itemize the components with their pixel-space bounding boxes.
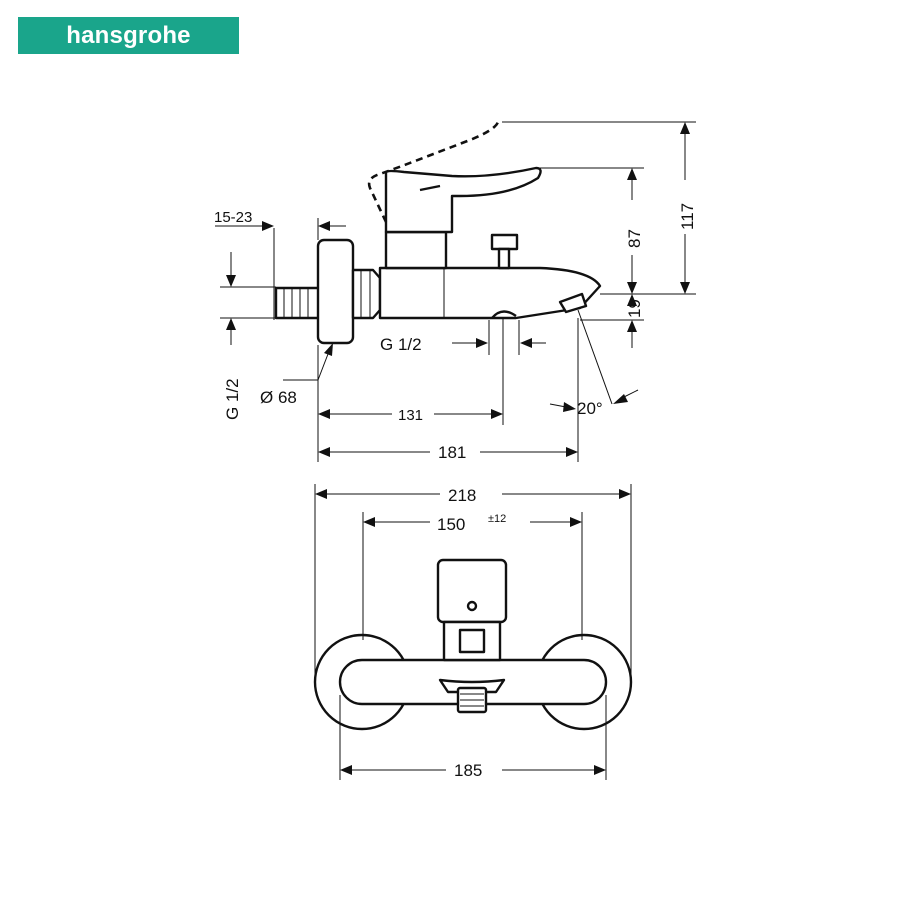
shower-connector bbox=[558, 292, 588, 314]
spout-angle-label: 20° bbox=[577, 399, 603, 418]
wall-rosette bbox=[316, 238, 355, 345]
nut-depth-label: 15-23 bbox=[214, 209, 252, 226]
diverter-knob bbox=[490, 233, 519, 251]
lever-open-position bbox=[367, 121, 500, 223]
outlet-front bbox=[438, 678, 506, 694]
bath-outlet bbox=[491, 310, 517, 319]
inlet-pipe bbox=[274, 286, 321, 320]
front-view bbox=[313, 558, 633, 731]
outlet-offset-label: 131 bbox=[398, 407, 423, 424]
mixer-body bbox=[378, 266, 602, 320]
outlet-thread-label: G 1/2 bbox=[380, 335, 422, 354]
max-height-label: 117 bbox=[678, 203, 697, 230]
lever-front bbox=[436, 558, 508, 624]
mixer-lever bbox=[384, 166, 542, 234]
side-dimensions: 15-23 G 1/2 Ø 68 G 1/2 131 bbox=[214, 121, 697, 462]
side-view bbox=[274, 121, 602, 345]
centers-tolerance-label: ±12 bbox=[488, 513, 506, 525]
projection-label: 181 bbox=[438, 443, 466, 462]
hansgrohe-logo: hansgrohe bbox=[66, 21, 191, 49]
diverter-stem bbox=[497, 247, 511, 270]
cartridge-housing bbox=[384, 230, 448, 270]
indicator-dot bbox=[466, 600, 478, 612]
rosette-diameter-label: Ø 68 bbox=[260, 388, 297, 407]
centers-label: 150 bbox=[437, 515, 465, 534]
logo-background bbox=[18, 17, 239, 54]
lever-height-label: 87 bbox=[625, 229, 644, 248]
union-nut bbox=[351, 268, 382, 320]
diverter-front bbox=[458, 628, 486, 654]
body-width-label: 185 bbox=[454, 761, 482, 780]
spout-height-label: 19 bbox=[625, 299, 644, 318]
total-width-label: 218 bbox=[448, 486, 476, 505]
front-dimensions: 218 150 ±12 185 bbox=[314, 484, 632, 780]
inlet-thread-label: G 1/2 bbox=[223, 378, 242, 420]
